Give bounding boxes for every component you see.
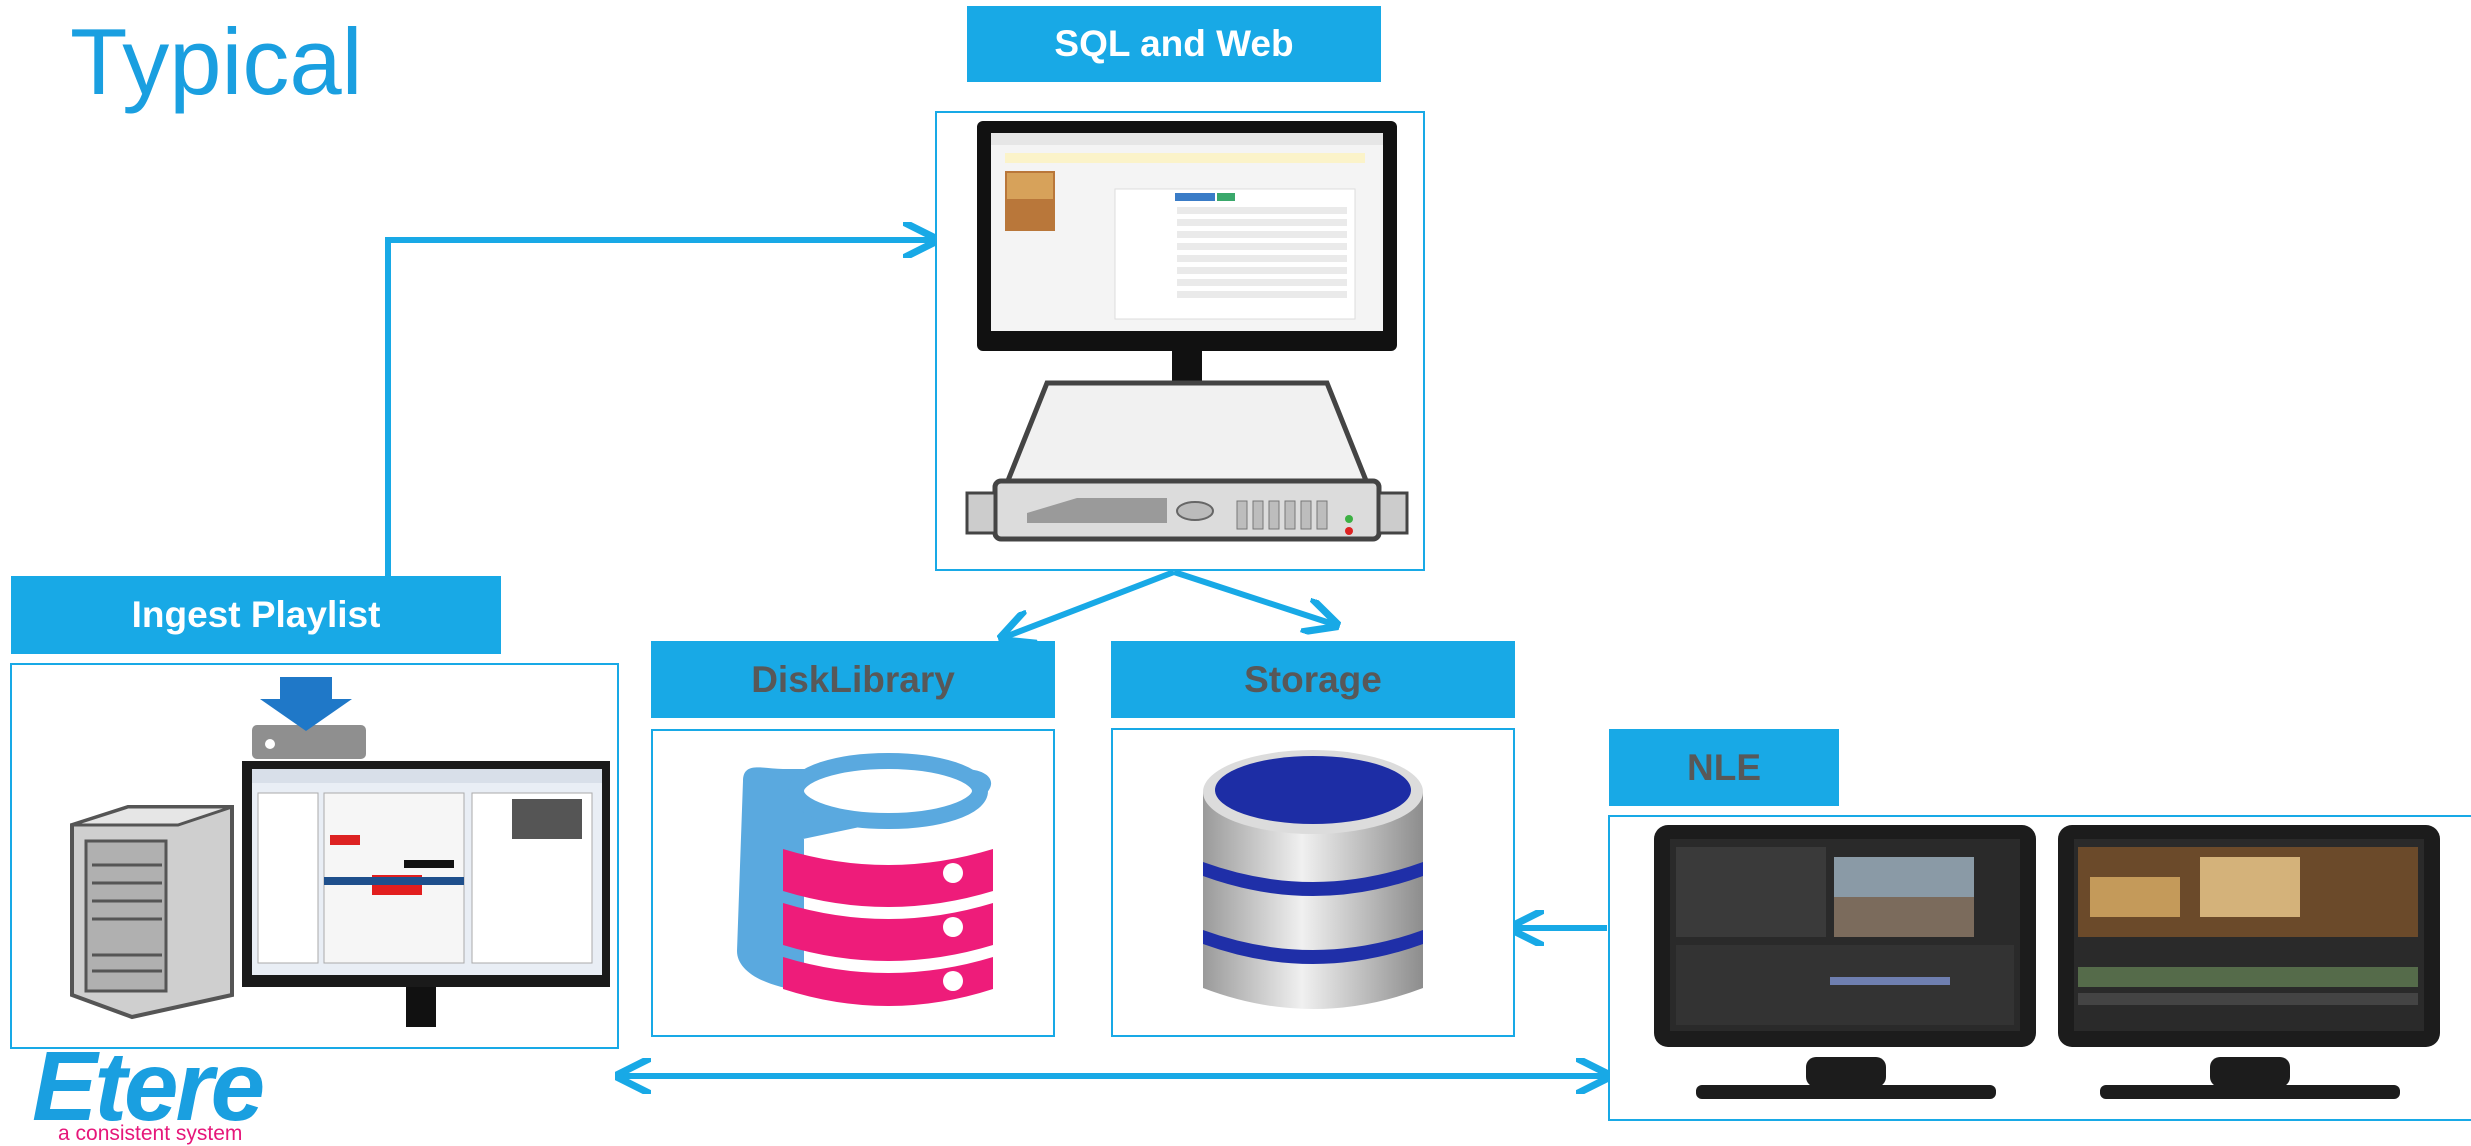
sql-web-frame xyxy=(935,111,1425,571)
ingest-illustration xyxy=(70,677,610,1027)
disklibrary-label: DiskLibrary xyxy=(651,641,1055,718)
server-icon xyxy=(965,380,1409,542)
disklibrary-frame xyxy=(651,729,1055,1037)
page-title: Typical xyxy=(70,9,363,114)
database-icon xyxy=(1203,750,1423,1009)
brand-tagline: a consistent system xyxy=(58,1122,243,1145)
sql-to-disklibrary-arrow xyxy=(1005,569,1176,637)
nle-label: NLE xyxy=(1609,729,1839,806)
download-icon xyxy=(252,677,366,759)
sql-to-storage-arrow xyxy=(1173,569,1333,624)
sql-web-label: SQL and Web xyxy=(967,6,1381,82)
ingest-playlist-label: Ingest Playlist xyxy=(11,576,501,654)
server-monitor-illustration xyxy=(965,121,1409,542)
monitor-icon xyxy=(242,761,610,1027)
ingest-playlist-frame xyxy=(10,663,619,1049)
nle-monitors-illustration xyxy=(1654,825,2440,1099)
nle-monitor-icon xyxy=(2058,825,2440,1099)
monitor-icon xyxy=(977,121,1397,381)
nle-frame xyxy=(1608,815,2471,1121)
nle-monitor-icon xyxy=(1654,825,2036,1099)
ingest-to-sql-arrow xyxy=(385,240,932,576)
brand-logo: Etere xyxy=(32,1031,265,1141)
database-icon xyxy=(737,753,993,1006)
storage-label: Storage xyxy=(1111,641,1515,718)
desktop-tower-icon xyxy=(70,805,234,1020)
storage-frame xyxy=(1111,728,1515,1037)
